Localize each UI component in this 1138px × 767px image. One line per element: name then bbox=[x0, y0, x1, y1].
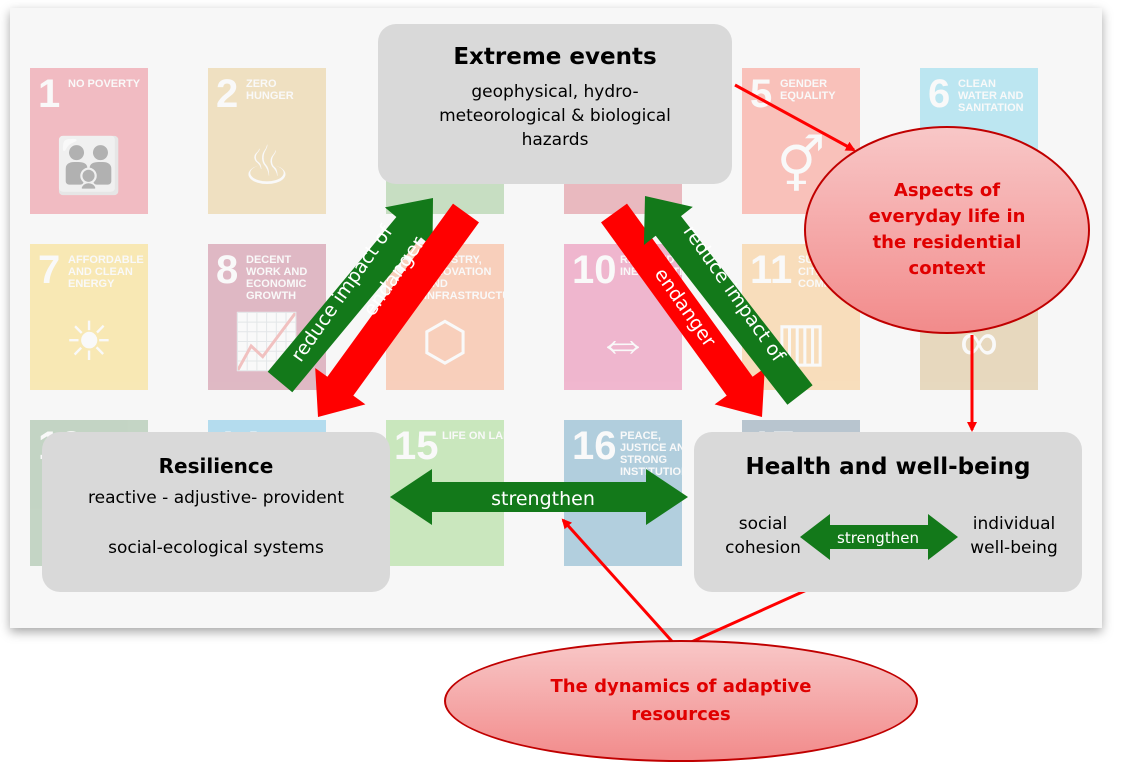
red-arrow-shape bbox=[315, 203, 479, 417]
sdg-tile-number: 7 bbox=[38, 248, 61, 292]
green-arrow-shape bbox=[267, 198, 433, 393]
social-cohesion-line-1: social bbox=[738, 514, 788, 534]
individual-wellbeing-line-1: individual bbox=[972, 514, 1056, 534]
sdg-tile-number: 5 bbox=[750, 72, 773, 116]
dynamics-line-1: The dynamics of adaptive bbox=[550, 676, 812, 697]
health-wellbeing-title: Health and well-being bbox=[745, 454, 1031, 480]
individual-wellbeing-line-2: well-being bbox=[970, 538, 1058, 558]
sdg-tile-number: 8 bbox=[216, 248, 239, 292]
family-icon: 👪 bbox=[55, 136, 123, 196]
everyday-life-callout: Aspects of everyday life in the resident… bbox=[804, 126, 1090, 334]
sdg-tile-label: LIFE ON LAND bbox=[442, 430, 504, 442]
resilience-line-1: reactive - adjustive- provident bbox=[88, 488, 344, 508]
sdg-tile-label: ZERO HUNGER bbox=[246, 78, 294, 102]
double-arrow-shape bbox=[390, 469, 688, 525]
sdg-tile-number: 10 bbox=[572, 248, 617, 292]
bowl-icon: ♨ bbox=[242, 136, 292, 196]
extreme-events-line-1: geophysical, hydro- bbox=[471, 82, 639, 102]
sdg-tile-1: 1 NO POVERTY 👪 bbox=[30, 68, 148, 214]
extreme-events-box: Extreme events geophysical, hydro- meteo… bbox=[378, 24, 732, 184]
resilience-title: Resilience bbox=[158, 454, 274, 478]
sdg-tile-10: 10REDUCED INEQUALITIES⇔ bbox=[564, 244, 682, 390]
sdg-tile-number: 16 bbox=[572, 424, 617, 468]
sdg-tile-2: 2 ZERO HUNGER ♨ bbox=[208, 68, 326, 214]
sdg-tile-number: 1 bbox=[38, 72, 61, 116]
dynamics-line-2: resources bbox=[631, 704, 731, 725]
arrow-strengthen-main: strengthen bbox=[390, 469, 688, 525]
sdg-tile-label: DECENT WORK AND ECONOMIC GROWTH bbox=[246, 254, 308, 302]
extreme-events-line-3: hazards bbox=[521, 130, 589, 150]
sdg-tile-number: 6 bbox=[928, 72, 951, 116]
dynamics-to-strengthen-main-connector bbox=[561, 518, 680, 650]
sdg-tile-label: NO POVERTY bbox=[68, 78, 141, 90]
sdg-tile-number: 15 bbox=[394, 424, 439, 468]
resilience-box: Resilience reactive - adjustive- provide… bbox=[42, 432, 390, 592]
sdg-tile-label: GENDER EQUALITY bbox=[780, 78, 836, 102]
everyday-line-1: Aspects of bbox=[893, 180, 1001, 201]
adaptive-resources-callout: The dynamics of adaptive resources bbox=[444, 640, 918, 762]
resilience-line-2: social-ecological systems bbox=[108, 538, 324, 558]
green-arrow-shape bbox=[643, 196, 813, 405]
cubes-icon: ⬡ bbox=[421, 312, 469, 372]
strengthen-label-main: strengthen bbox=[491, 488, 595, 510]
sdg-tile-label: PEACE, JUSTICE AND STRONG INSTITUTIONS bbox=[620, 430, 682, 478]
equality-icon: ⇔ bbox=[596, 312, 650, 372]
sdg-tile-label: AFFORDABLE AND CLEAN ENERGY bbox=[68, 254, 144, 290]
everyday-line-4: context bbox=[908, 258, 986, 279]
power-icon: ☀ bbox=[64, 312, 114, 372]
social-cohesion-line-2: cohesion bbox=[725, 538, 801, 558]
extreme-to-everyday-connector bbox=[734, 83, 856, 152]
health-wellbeing-box: Health and well-being social cohesion in… bbox=[694, 432, 1082, 592]
sdg-tile-number: 11 bbox=[750, 248, 793, 292]
red-arrow-shape bbox=[601, 203, 765, 417]
everyday-line-3: the residential bbox=[872, 232, 1022, 253]
extreme-events-line-2: meteorological & biological bbox=[439, 106, 671, 126]
everyday-line-2: everyday life in bbox=[868, 206, 1026, 227]
extreme-events-title: Extreme events bbox=[453, 44, 657, 70]
individual-wellbeing-label: individual well-being bbox=[954, 512, 1074, 560]
social-cohesion-label: social cohesion bbox=[718, 512, 808, 560]
sdg-tile-number: 2 bbox=[216, 72, 239, 116]
sdg-tile-label: CLEAN WATER AND SANITATION bbox=[958, 78, 1024, 114]
